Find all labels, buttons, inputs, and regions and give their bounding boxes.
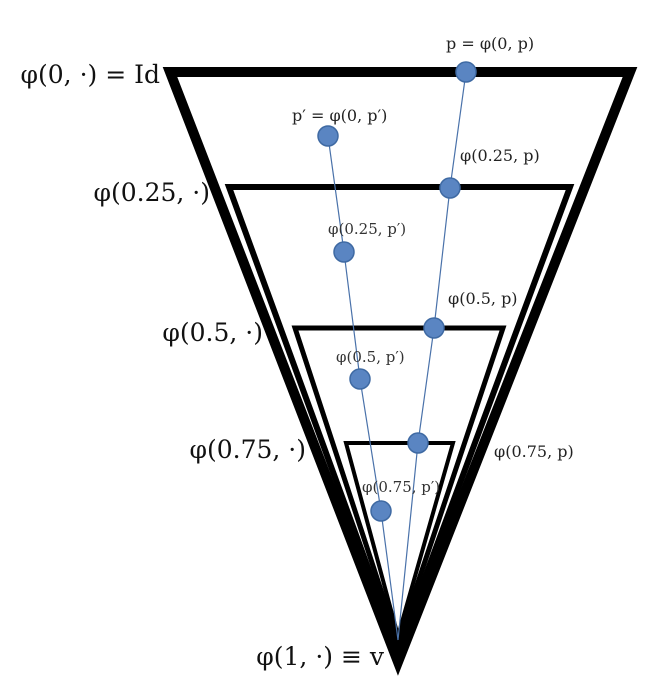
point-p-0 <box>455 61 477 83</box>
cone-level-025 <box>224 184 575 659</box>
level-label-0: φ(0, ·) = Id <box>21 60 160 89</box>
label-p-075: φ(0.75, p) <box>494 442 574 461</box>
label-p-05: φ(0.5, p) <box>448 289 518 308</box>
label-p-prime-075: φ(0.75, p′) <box>362 478 440 496</box>
point-p-025 <box>439 177 461 199</box>
point-p-prime-05 <box>349 368 371 390</box>
cone-level-075 <box>343 441 456 644</box>
point-p-05 <box>423 317 445 339</box>
cone-level-05 <box>291 325 507 650</box>
cone-level-0 <box>162 67 638 676</box>
label-p-prime-025: φ(0.25, p′) <box>328 220 406 238</box>
label-p-prime-0: p′ = φ(0, p′) <box>292 106 387 125</box>
level-label-05: φ(0.5, ·) <box>162 318 263 347</box>
label-p-0: p = φ(0, p) <box>446 34 534 53</box>
level-label-1: φ(1, ·) ≡ v <box>256 642 385 671</box>
label-p-prime-05: φ(0.5, p′) <box>336 348 405 366</box>
point-p-075 <box>407 432 429 454</box>
level-label-075: φ(0.75, ·) <box>189 435 306 464</box>
point-p-prime-0 <box>317 125 339 147</box>
point-p-prime-075 <box>370 500 392 522</box>
point-p-prime-025 <box>333 241 355 263</box>
level-label-025: φ(0.25, ·) <box>93 178 210 207</box>
label-p-025: φ(0.25, p) <box>460 146 540 165</box>
